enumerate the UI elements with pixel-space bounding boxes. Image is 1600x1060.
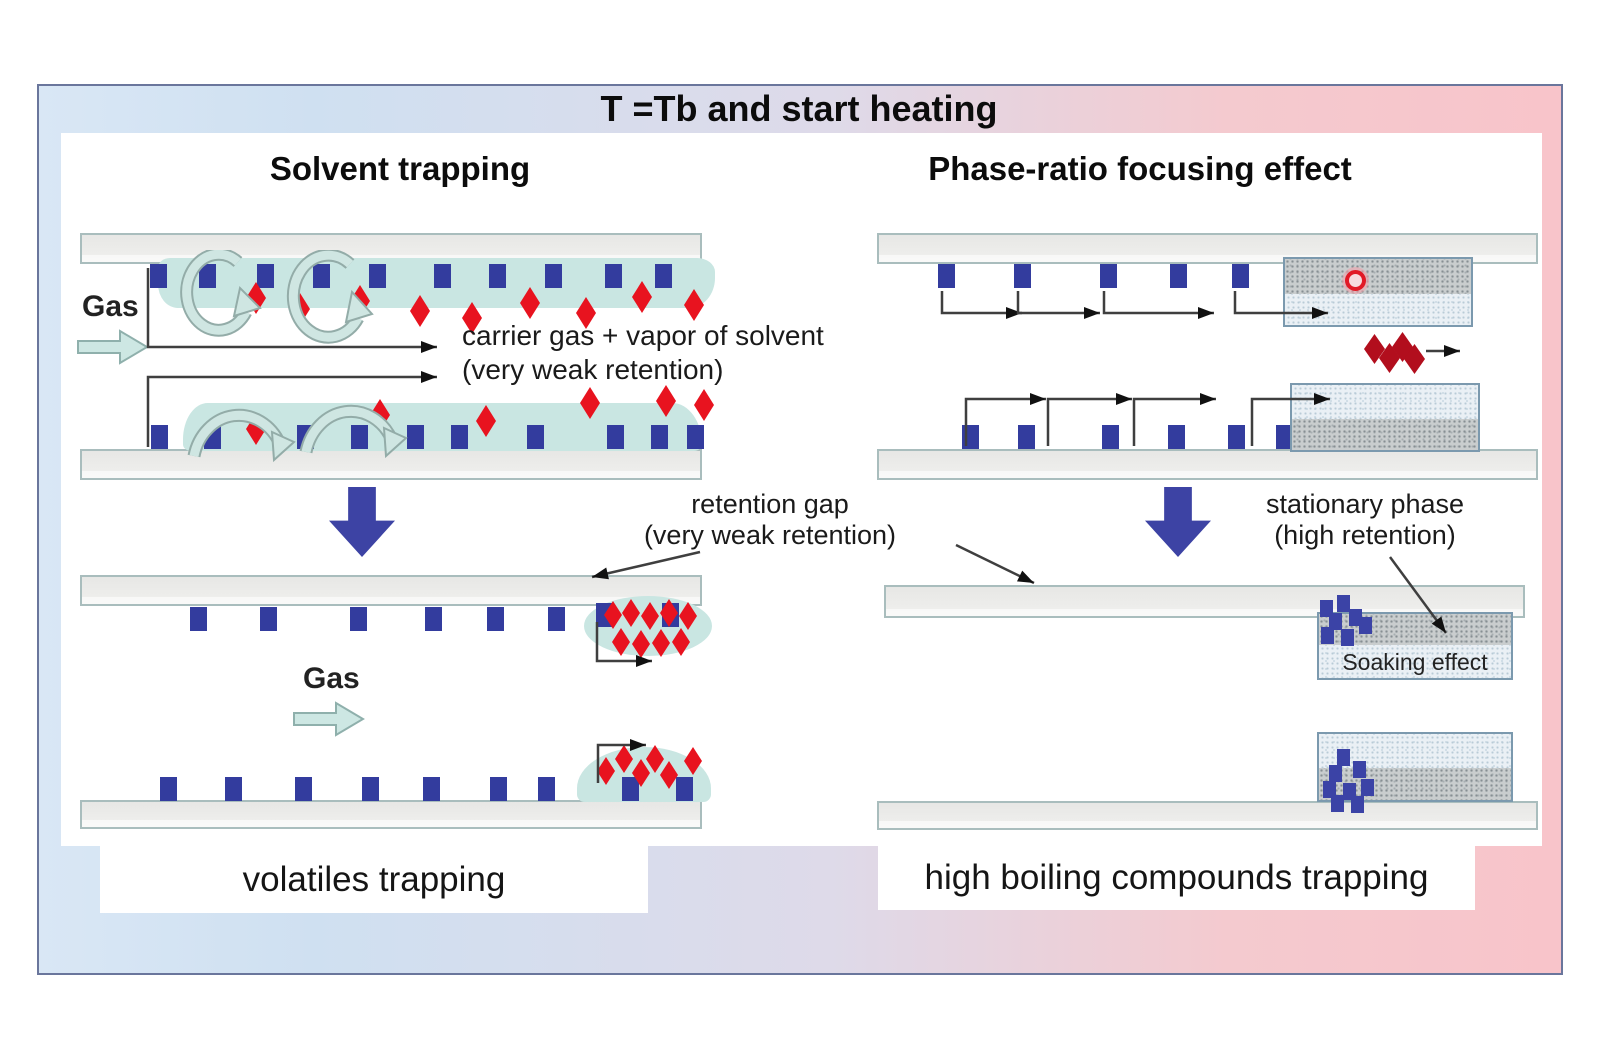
solvent-trapping-heading: Solvent trapping bbox=[145, 150, 655, 188]
carrier-gas-note-line2: (very weak retention) bbox=[462, 354, 723, 386]
slide-title: T =Tb and start heating bbox=[37, 88, 1561, 130]
retention-gap-note-line2: (very weak retention) bbox=[605, 520, 935, 551]
carrier-gas-note-line1: carrier gas + vapor of solvent bbox=[462, 320, 824, 352]
stationary-phase-note-line1: stationary phase bbox=[1215, 489, 1515, 520]
retention-gap-note-line1: retention gap bbox=[620, 489, 920, 520]
gas-label: Gas bbox=[303, 662, 360, 696]
phase-ratio-heading: Phase-ratio focusing effect bbox=[880, 150, 1400, 188]
stationary-phase-note-line2: (high retention) bbox=[1215, 520, 1515, 551]
gas-label: Gas bbox=[82, 290, 139, 324]
